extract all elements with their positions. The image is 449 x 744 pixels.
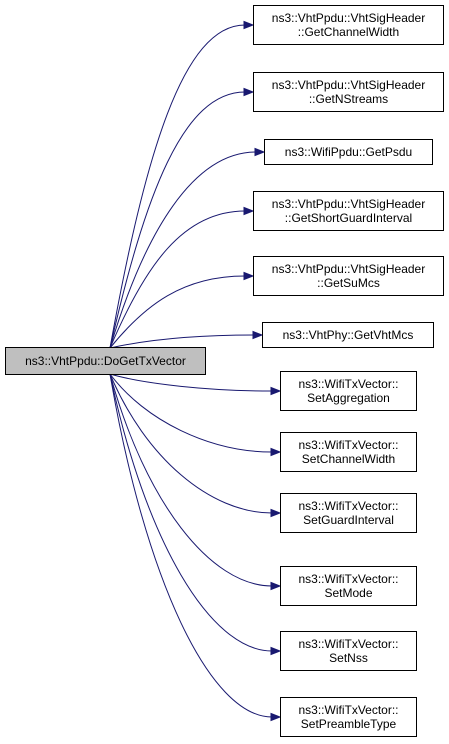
call-edge xyxy=(109,91,246,349)
callee-node-label-line1: ns3::VhtPpdu::VhtSigHeader xyxy=(271,197,426,211)
callee-node-label-line1: ns3::WifiTxVector:: xyxy=(298,438,399,452)
callee-node[interactable]: ns3::VhtPpdu::VhtSigHeader ::GetShortGua… xyxy=(253,191,444,231)
arrowhead xyxy=(270,386,282,396)
callee-node-label-line2: SetPreambleType xyxy=(300,717,397,731)
callee-node[interactable]: ns3::VhtPhy::GetVhtMcs xyxy=(262,322,434,348)
callee-node-label-line2: ::GetNStreams xyxy=(308,92,389,106)
callee-node-label-line1: ns3::WifiTxVector:: xyxy=(298,703,399,717)
arrowhead xyxy=(243,20,255,30)
callee-node[interactable]: ns3::VhtPpdu::VhtSigHeader ::GetChannelW… xyxy=(253,5,444,45)
root-node[interactable]: ns3::VhtPpdu::DoGetTxVector xyxy=(5,347,206,375)
call-edge xyxy=(109,373,273,718)
callee-node[interactable]: ns3::WifiTxVector:: SetMode xyxy=(280,566,417,606)
call-edge xyxy=(109,334,255,349)
callee-node-label-line1: ns3::VhtPpdu::VhtSigHeader xyxy=(271,262,426,276)
arrowhead xyxy=(252,330,264,340)
callee-node-label-line1: ns3::WifiTxVector:: xyxy=(298,637,399,651)
arrowhead xyxy=(243,271,255,281)
callee-node-label-line1: ns3::VhtPhy::GetVhtMcs xyxy=(282,328,414,342)
callee-node-label-line1: ns3::WifiTxVector:: xyxy=(298,572,399,586)
callee-node-label-line1: ns3::WifiTxVector:: xyxy=(298,377,399,391)
root-node-label: ns3::VhtPpdu::DoGetTxVector xyxy=(25,354,186,368)
arrowhead xyxy=(270,581,282,591)
arrowhead xyxy=(270,712,282,722)
call-edge xyxy=(109,151,257,349)
call-edge xyxy=(109,275,246,349)
call-edge xyxy=(109,373,273,392)
callee-node-label-line2: ::GetShortGuardInterval xyxy=(284,211,413,225)
callee-node[interactable]: ns3::VhtPpdu::VhtSigHeader ::GetSuMcs xyxy=(253,256,444,296)
callee-node-label-line2: ::GetChannelWidth xyxy=(297,25,400,39)
callee-node-label-line2: SetAggregation xyxy=(307,391,390,405)
callee-node-label-line1: ns3::VhtPpdu::VhtSigHeader xyxy=(271,78,426,92)
callee-node-label-line1: ns3::VhtPpdu::VhtSigHeader xyxy=(271,11,426,25)
callee-node[interactable]: ns3::VhtPpdu::VhtSigHeader ::GetNStreams xyxy=(253,72,444,112)
call-edge xyxy=(109,373,273,652)
callee-node-label-line2: SetMode xyxy=(324,586,373,600)
call-edge xyxy=(109,373,273,453)
call-edge xyxy=(109,210,246,349)
callee-node-label-line2: SetNss xyxy=(329,651,368,665)
callee-node-label-line1: ns3::WifiTxVector:: xyxy=(298,499,399,513)
call-edge xyxy=(109,373,273,514)
call-edge xyxy=(109,373,273,587)
callee-node[interactable]: ns3::WifiTxVector:: SetGuardInterval xyxy=(280,493,417,533)
arrowhead xyxy=(270,447,282,457)
arrowhead xyxy=(243,87,255,97)
callee-node-label-line1: ns3::WifiPpdu::GetPsdu xyxy=(284,145,413,159)
arrowhead xyxy=(270,646,282,656)
callee-node[interactable]: ns3::WifiTxVector:: SetAggregation xyxy=(280,371,417,411)
callee-node[interactable]: ns3::WifiPpdu::GetPsdu xyxy=(264,139,433,165)
arrowhead xyxy=(243,206,255,216)
call-edge xyxy=(109,24,246,349)
callee-node[interactable]: ns3::WifiTxVector:: SetPreambleType xyxy=(280,697,417,737)
callee-node[interactable]: ns3::WifiTxVector:: SetNss xyxy=(280,631,417,671)
callee-node-label-line2: ::GetSuMcs xyxy=(317,276,380,290)
arrowhead xyxy=(254,147,266,157)
arrowhead xyxy=(270,508,282,518)
callee-node-label-line2: SetGuardInterval xyxy=(303,513,394,527)
callee-node[interactable]: ns3::WifiTxVector:: SetChannelWidth xyxy=(280,432,417,472)
callee-node-label-line2: SetChannelWidth xyxy=(301,452,396,466)
